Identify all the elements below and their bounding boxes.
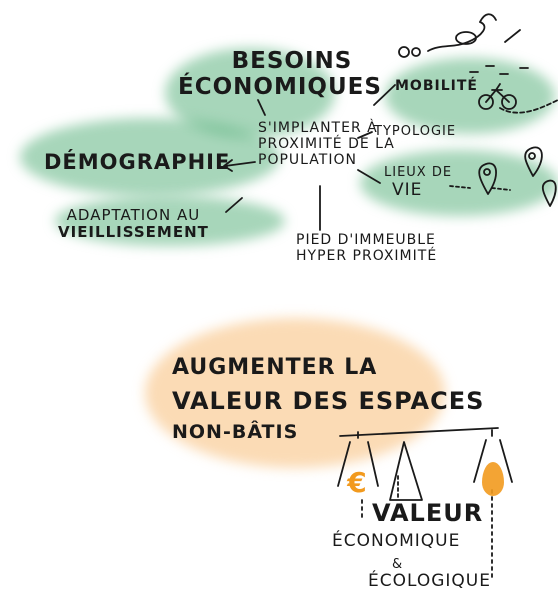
besoins-economiques-label: BESOINS ÉCONOMIQUES [178, 48, 382, 101]
typologie-label: TYPOLOGIE [374, 124, 457, 139]
adaptation-label: ADAPTATION AU VIEILLISSEMENT [58, 206, 209, 242]
balance-scale-icon [337, 427, 513, 581]
watercolor-blob [20, 118, 280, 196]
center-topic: S'IMPLANTER À PROXIMITÉ DE LA POPULATION [258, 120, 395, 169]
map-pin-icon [478, 162, 497, 195]
watercolor-blob [145, 318, 445, 468]
watercolor-blob [55, 196, 285, 246]
economique-label: ÉCONOMIQUE [332, 531, 461, 551]
valeur-label: VALEUR [372, 499, 484, 527]
watercolor-blob [385, 58, 555, 134]
mobilite-label: MOBILITÉ [395, 78, 478, 94]
bicycle-icon [478, 83, 517, 110]
map-pin-icon [541, 179, 557, 207]
demographie-label: DÉMOGRAPHIE [44, 150, 231, 174]
pied-immeuble-label: PIED D'IMMEUBLE HYPER PROXIMITÉ [296, 232, 438, 265]
euro-icon: € [347, 466, 367, 499]
lieux-de-vie-label: LIEUX DE VIE [384, 165, 453, 200]
watercolor-blob [360, 150, 558, 216]
ampersand-label: & [392, 557, 404, 572]
map-pin-icon [524, 146, 543, 177]
leaf-icon [482, 462, 504, 496]
augmenter-valeur-title: AUGMENTER LA VALEUR DES ESPACES NON-BÂTI… [172, 355, 485, 443]
ecologique-label: ÉCOLOGIQUE [368, 571, 491, 591]
